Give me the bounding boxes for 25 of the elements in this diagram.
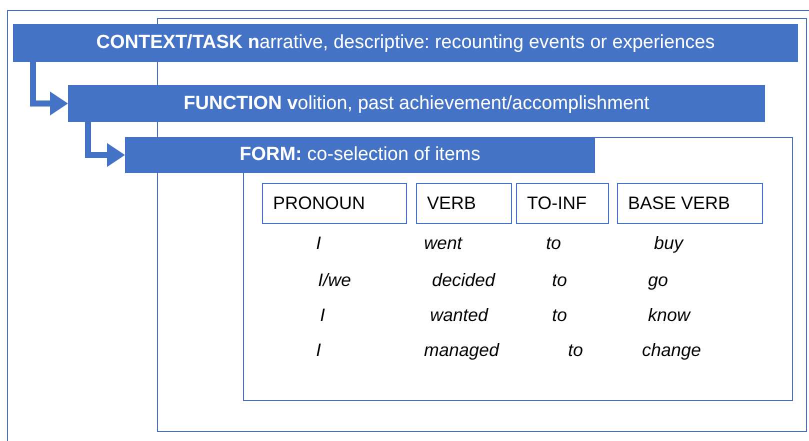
table-cell-text: to — [546, 232, 562, 254]
column-header: BASE VERB — [617, 183, 763, 224]
table-cell-text: decided — [432, 269, 496, 291]
table-cell-text: know — [648, 304, 690, 326]
table-cell-text: go — [648, 269, 668, 291]
table-cell-text: I — [320, 304, 326, 326]
elbow-arrow — [85, 122, 125, 167]
form-banner: FORM: co-selection of items — [125, 137, 595, 173]
table-cell-text: wanted — [430, 304, 488, 326]
table-cell-text: I — [316, 232, 322, 254]
column-header: PRONOUN — [262, 183, 407, 224]
table-cell-text: managed — [424, 339, 500, 361]
function-banner: FUNCTION volition, past achievement/accomplishment — [68, 85, 765, 122]
column-header: VERB — [416, 183, 512, 224]
column-header: TO-INF — [516, 183, 609, 224]
context-banner: CONTEXT/TASK narrative, descriptive: recounting events or experiences — [13, 24, 798, 62]
elbow-arrow — [30, 62, 68, 116]
table-cell-text: to — [552, 269, 568, 291]
table-cell-text: I/we — [318, 269, 352, 291]
table-cell-text: went — [424, 232, 462, 254]
table-cell-text: to — [568, 339, 584, 361]
table-cell-text: change — [642, 339, 702, 361]
table-cell-text: I — [316, 339, 322, 361]
table-cell-text: buy — [654, 232, 684, 254]
table-cell-text: to — [552, 304, 568, 326]
